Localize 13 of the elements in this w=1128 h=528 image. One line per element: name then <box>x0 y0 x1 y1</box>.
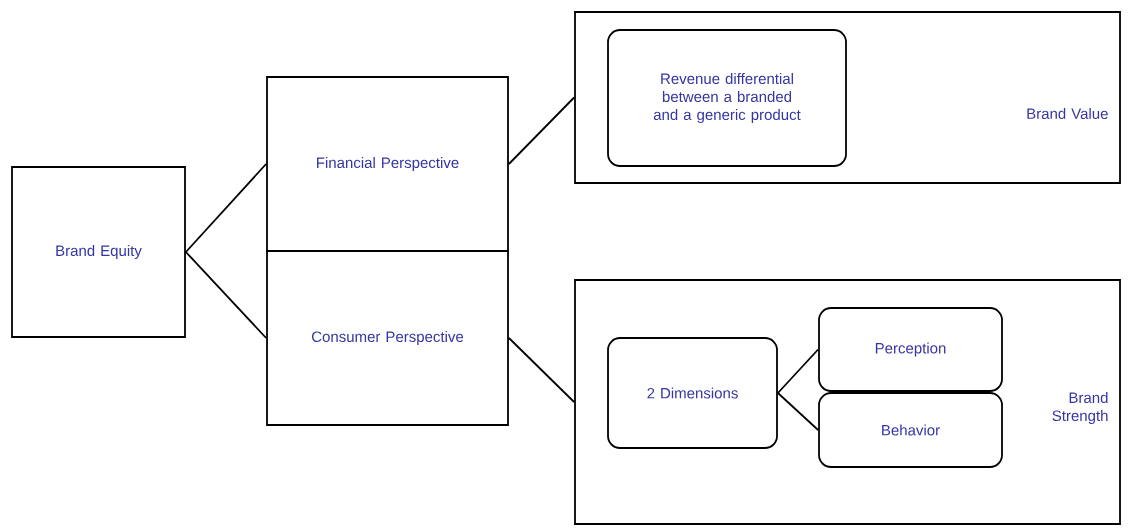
connector-line <box>777 348 819 394</box>
connector-line <box>185 251 267 339</box>
connector-line <box>777 392 819 431</box>
rounded-box: Behavior <box>818 392 1003 468</box>
rounded-box: Revenue differential between a branded and a generic product <box>607 29 847 167</box>
concept-box: Brand Equity <box>11 166 186 338</box>
connector-line <box>508 96 575 165</box>
perspective-box: Consumer Perspective <box>266 250 509 426</box>
connector-line <box>185 163 267 253</box>
rounded-box: Perception <box>818 307 1003 392</box>
connector-line <box>508 337 575 403</box>
rounded-box: 2 Dimensions <box>607 337 778 449</box>
perspective-box: Financial Perspective <box>266 76 509 252</box>
